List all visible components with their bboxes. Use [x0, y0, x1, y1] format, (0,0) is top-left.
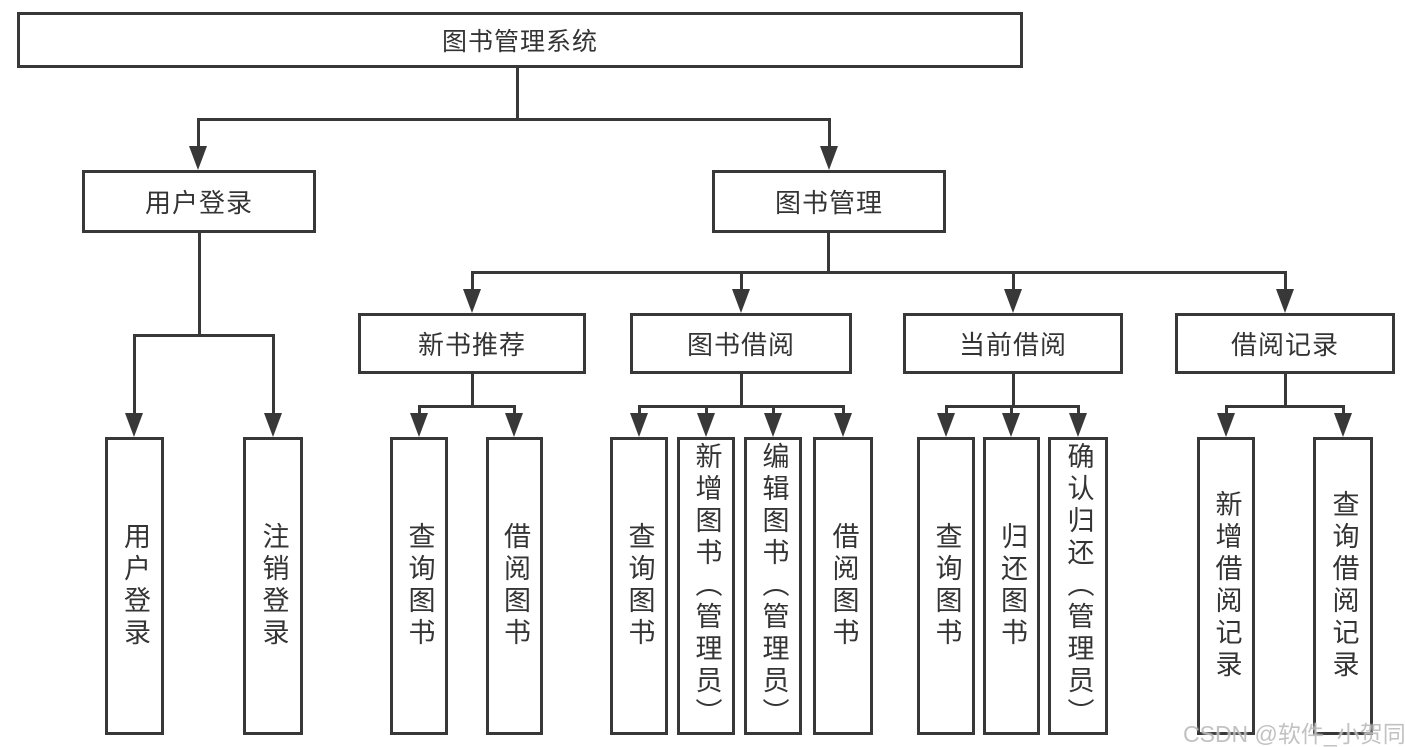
- node-library-management-system: 图书管理系统: [17, 12, 1023, 68]
- leaf-label: 编辑图书（管理员）: [758, 442, 789, 730]
- arrowhead: [505, 413, 523, 437]
- arrowhead: [410, 413, 428, 437]
- node-label: 新书推荐: [417, 330, 526, 360]
- node-new-book-recommend: 新书推荐: [358, 313, 586, 374]
- arrowhead: [732, 289, 750, 313]
- connector-branch: [638, 405, 845, 408]
- leaf-borrow-books-recommend: 借阅图书: [486, 437, 543, 735]
- connector-line: [828, 118, 831, 152]
- leaf-borrow-books-borrowing: 借阅图书: [813, 437, 873, 735]
- node-label: 用户登录: [144, 188, 253, 218]
- connector-line: [471, 271, 474, 295]
- arrowhead: [189, 146, 207, 170]
- arrowhead: [125, 413, 143, 437]
- arrowhead: [820, 146, 838, 170]
- connector-line: [740, 374, 743, 408]
- connector-line: [1077, 405, 1080, 417]
- arrowhead: [697, 413, 715, 437]
- leaf-query-books-current: 查询图书: [917, 437, 975, 735]
- connector-line: [418, 405, 421, 417]
- node-user-login: 用户登录: [82, 170, 316, 233]
- arrowhead: [764, 413, 782, 437]
- leaf-label: 新增图书（管理员）: [691, 442, 722, 730]
- leaf-label: 查询图书: [404, 522, 435, 650]
- connector-branch: [471, 271, 1287, 274]
- node-borrowing-records: 借阅记录: [1175, 313, 1395, 374]
- leaf-label: 借阅图书: [828, 522, 859, 650]
- node-book-borrowing: 图书借阅: [630, 313, 852, 374]
- leaf-label: 确认归还（管理员）: [1063, 442, 1094, 730]
- leaf-label: 用户登录: [120, 522, 150, 650]
- connector-line: [272, 334, 275, 417]
- node-label: 图书管理系统: [441, 28, 598, 56]
- arrowhead: [264, 413, 282, 437]
- arrowhead: [463, 289, 481, 313]
- leaf-query-books-recommend: 查询图书: [390, 437, 448, 735]
- leaf-label: 借阅图书: [500, 522, 530, 650]
- connector-line: [705, 405, 708, 417]
- arrowhead: [1002, 413, 1020, 437]
- node-label: 图书管理: [774, 188, 883, 218]
- arrowhead: [1004, 289, 1022, 313]
- leaf-query-books-borrowing: 查询图书: [610, 437, 668, 735]
- leaf-add-book-admin: 新增图书（管理员）: [677, 437, 735, 735]
- connector-line: [1284, 271, 1287, 295]
- connector-line: [1010, 405, 1013, 417]
- connector-line: [133, 334, 136, 417]
- leaf-user-login: 用户登录: [105, 437, 164, 735]
- arrowhead: [1217, 413, 1235, 437]
- connector-line: [842, 405, 845, 417]
- node-label: 当前借阅: [958, 330, 1067, 360]
- connector-line: [772, 405, 775, 417]
- connector-line: [1012, 271, 1015, 295]
- leaf-logout: 注销登录: [243, 437, 303, 735]
- node-current-borrowing: 当前借阅: [903, 313, 1123, 374]
- arrowhead: [834, 413, 852, 437]
- leaf-edit-book-admin: 编辑图书（管理员）: [744, 437, 802, 735]
- connector-line: [1284, 374, 1287, 408]
- connector-line: [827, 233, 830, 274]
- leaf-add-borrow-record: 新增借阅记录: [1197, 437, 1255, 735]
- leaf-label: 归还图书: [997, 522, 1027, 650]
- connector-line: [471, 374, 474, 408]
- connector-line: [740, 271, 743, 295]
- leaf-label: 查询图书: [931, 522, 962, 650]
- arrowhead: [1069, 413, 1087, 437]
- node-label: 图书借阅: [686, 330, 795, 360]
- leaf-confirm-return-admin: 确认归还（管理员）: [1048, 437, 1108, 735]
- connector-line: [516, 68, 519, 121]
- connector-line: [638, 405, 641, 417]
- connector-line: [945, 405, 948, 417]
- arrowhead: [937, 413, 955, 437]
- connector-line: [197, 118, 200, 152]
- connector-branch: [133, 334, 275, 337]
- connector-line: [1342, 405, 1345, 417]
- leaf-label: 查询图书: [624, 522, 655, 650]
- node-label: 借阅记录: [1230, 330, 1339, 360]
- arrowhead: [1276, 289, 1294, 313]
- watermark: CSDN @软件_小贺同学: [1183, 721, 1405, 747]
- connector-branch: [1225, 405, 1345, 408]
- connector-line: [198, 233, 201, 337]
- connector-branch: [197, 118, 831, 121]
- arrowhead: [1334, 413, 1352, 437]
- leaf-label: 查询借阅记录: [1328, 490, 1359, 682]
- connector-line: [513, 405, 516, 417]
- leaf-return-book: 归还图书: [983, 437, 1040, 735]
- arrowhead: [630, 413, 648, 437]
- leaf-label: 新增借阅记录: [1211, 490, 1242, 682]
- connector-line: [1012, 374, 1015, 408]
- connector-line: [1225, 405, 1228, 417]
- node-book-management: 图书管理: [712, 170, 946, 233]
- leaf-query-borrow-record: 查询借阅记录: [1313, 437, 1373, 735]
- connector-branch: [418, 405, 516, 408]
- leaf-label: 注销登录: [258, 522, 289, 650]
